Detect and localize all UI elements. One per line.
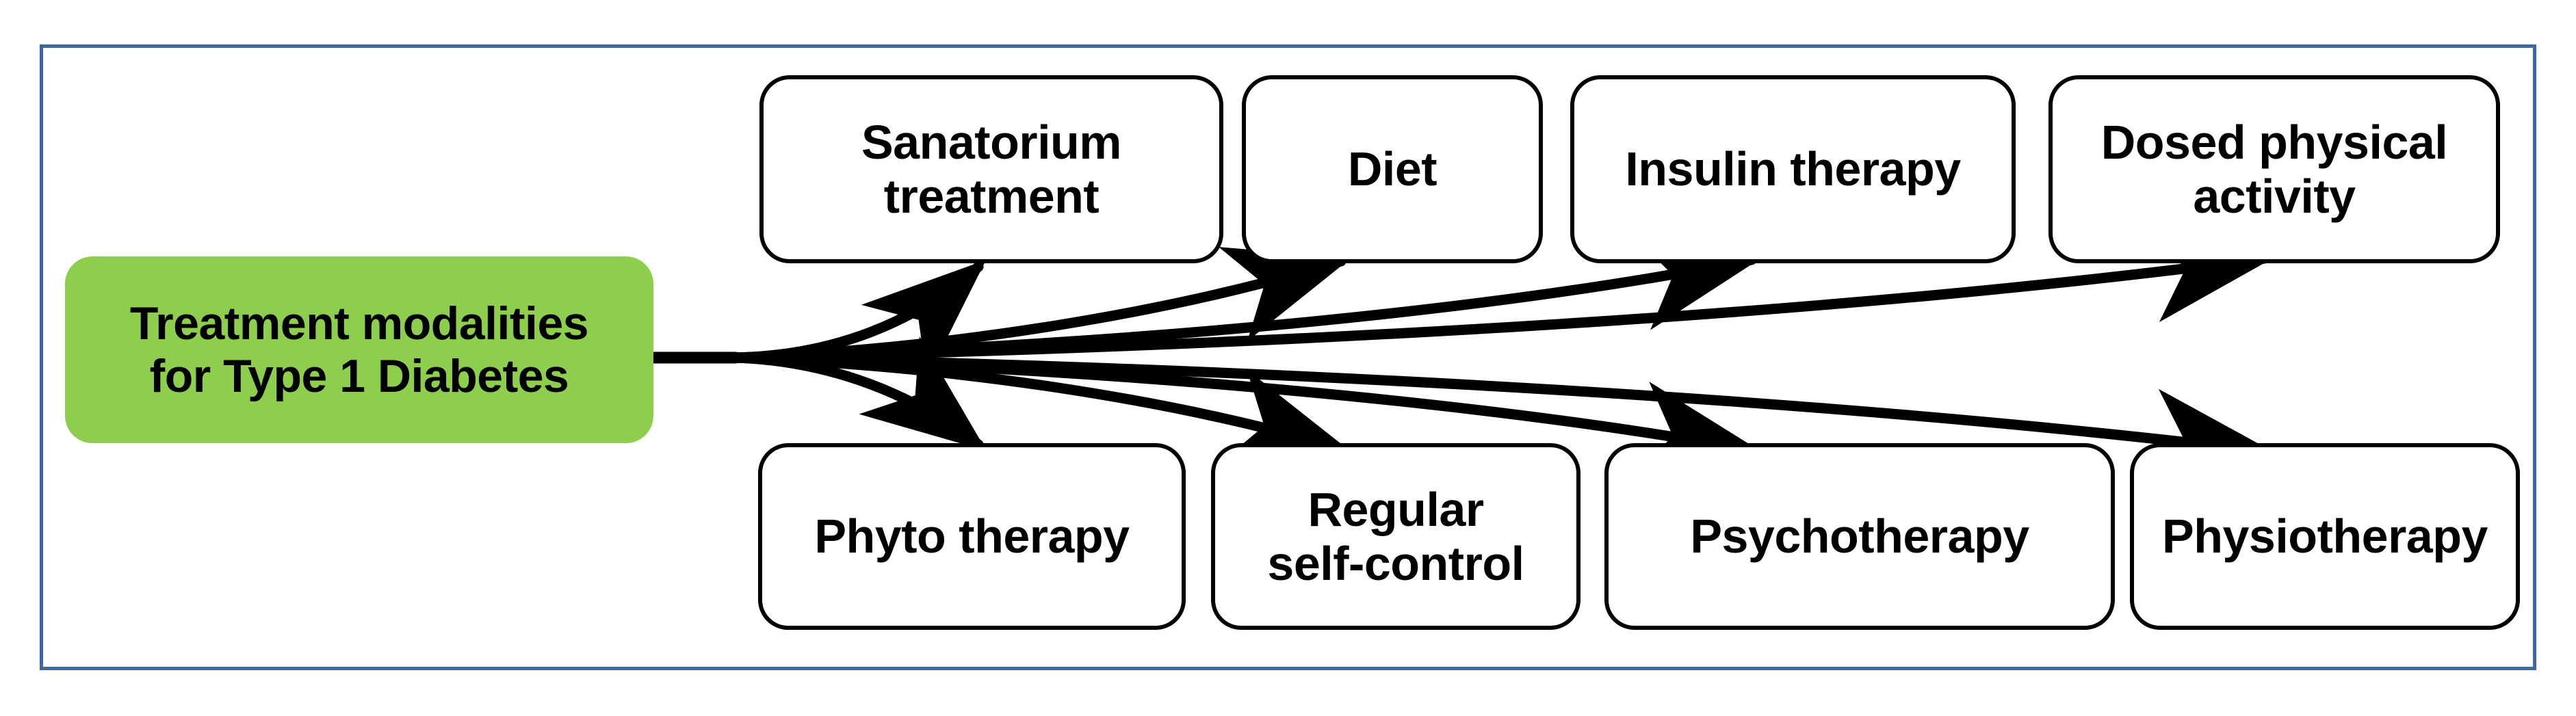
node-label-dosed-physical-activity: Dosed physical activity xyxy=(2100,116,2448,223)
node-label-psychotherapy: Psychotherapy xyxy=(1690,509,2029,563)
node-diet[interactable]: Diet xyxy=(1242,75,1543,263)
node-label-diet: Diet xyxy=(1347,142,1437,196)
node-psychotherapy[interactable]: Psychotherapy xyxy=(1604,443,2115,630)
node-label-sanatorium-treatment: Sanatorium treatment xyxy=(861,116,1122,223)
node-dosed-physical-activity[interactable]: Dosed physical activity xyxy=(2048,75,2500,263)
node-label-insulin-therapy: Insulin therapy xyxy=(1625,142,1961,196)
root-node-treatment-modalities[interactable]: Treatment modalities for Type 1 Diabetes xyxy=(65,256,653,443)
node-insulin-therapy[interactable]: Insulin therapy xyxy=(1570,75,2016,263)
node-physiotherapy[interactable]: Physiotherapy xyxy=(2130,443,2520,630)
node-sanatorium-treatment[interactable]: Sanatorium treatment xyxy=(759,75,1223,263)
node-label-phyto-therapy: Phyto therapy xyxy=(814,509,1130,563)
root-node-label: Treatment modalities for Type 1 Diabetes xyxy=(129,297,589,402)
node-phyto-therapy[interactable]: Phyto therapy xyxy=(758,443,1186,630)
node-label-physiotherapy: Physiotherapy xyxy=(2162,509,2488,563)
node-regular-self-control[interactable]: Regular self-control xyxy=(1211,443,1580,630)
node-label-regular-self-control: Regular self-control xyxy=(1267,483,1524,590)
